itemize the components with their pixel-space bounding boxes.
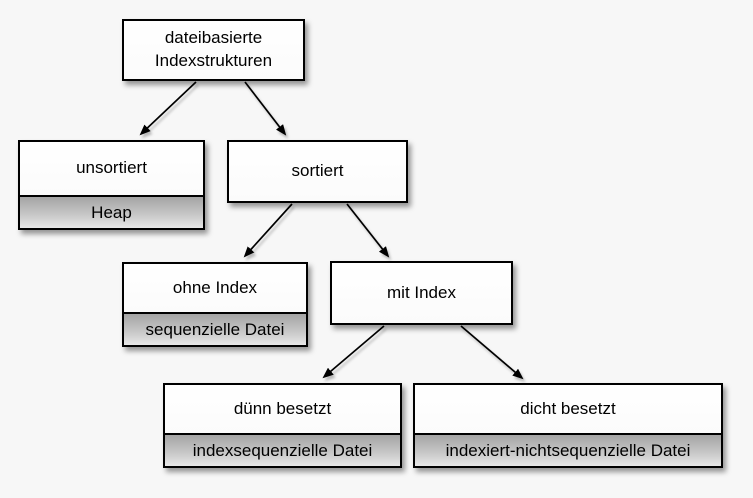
node-mit-index-label: mit Index (332, 263, 511, 323)
node-unsortiert-sublabel: Heap (20, 195, 203, 228)
node-ohne-index-sublabel: sequenzielle Datei (124, 312, 306, 345)
node-dicht-besetzt: dicht besetzt indexiert-nichtsequenziell… (413, 383, 723, 468)
arrow-mit-index-to-duenn (322, 325, 385, 379)
arrow-sortiert-to-ohne-index (243, 203, 293, 258)
arrow-mit-index-to-dicht (460, 325, 524, 380)
node-unsortiert-label: unsortiert (20, 142, 203, 195)
arrow-root-to-unsortiert (139, 81, 197, 136)
node-duenn-besetzt: dünn besetzt indexsequenzielle Datei (163, 383, 402, 468)
node-ohne-index: ohne Index sequenzielle Datei (122, 262, 308, 347)
arrow-sortiert-to-mit-index (346, 203, 390, 258)
node-sortiert: sortiert (227, 140, 408, 203)
node-mit-index: mit Index (330, 261, 513, 325)
node-sortiert-label: sortiert (229, 142, 406, 201)
node-dicht-besetzt-label: dicht besetzt (415, 385, 721, 433)
node-dicht-besetzt-sublabel: indexiert-nichtsequenzielle Datei (415, 433, 721, 466)
node-root: dateibasierte Indexstrukturen (122, 19, 305, 81)
node-ohne-index-label: ohne Index (124, 264, 306, 312)
node-duenn-besetzt-sublabel: indexsequenzielle Datei (165, 433, 400, 466)
node-duenn-besetzt-label: dünn besetzt (165, 385, 400, 433)
arrow-root-to-sortiert (244, 81, 287, 136)
node-root-label: dateibasierte Indexstrukturen (124, 21, 303, 79)
node-unsortiert: unsortiert Heap (18, 140, 205, 230)
